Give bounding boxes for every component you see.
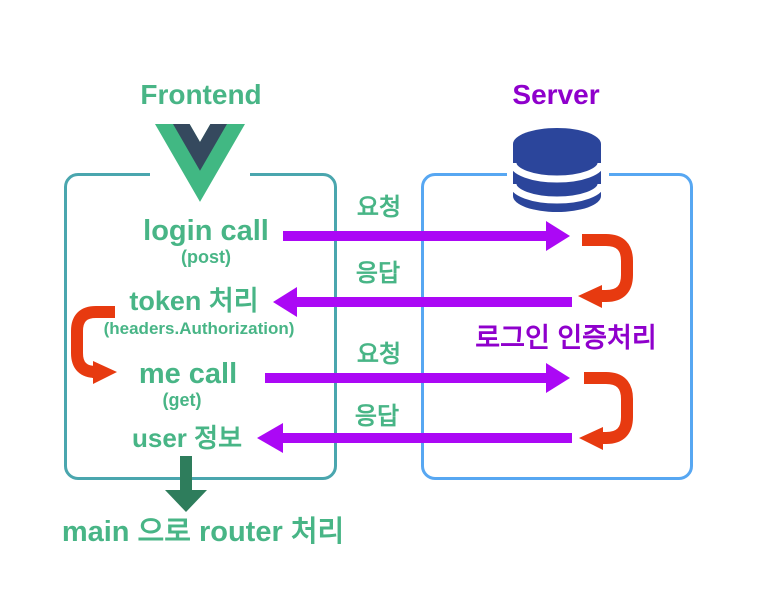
get-method-label: (get) [162, 390, 202, 410]
request-arrow-1 [283, 221, 570, 251]
request-arrow-2 [265, 363, 570, 393]
response-label-1: 응답 [355, 260, 401, 287]
token-detail-label: (headers.Authorization) [103, 319, 295, 338]
token-label: token 처리 [129, 286, 259, 316]
login-call-label: login call [143, 215, 269, 247]
request-label-1: 요청 [356, 194, 402, 221]
me-call-label: me call [138, 358, 238, 390]
response-arrow-2 [257, 423, 572, 453]
server-loop-arrow-2 [579, 372, 633, 450]
vue-logo-icon [150, 119, 250, 207]
database-gap-2 [509, 183, 605, 204]
frontend-title: Frontend [140, 79, 262, 110]
server-title: Server [512, 79, 600, 110]
database-body [513, 128, 601, 212]
router-down-arrow [165, 456, 207, 512]
vue-inner-v [172, 124, 227, 171]
database-gap-1 [509, 162, 605, 183]
response-label-2: 응답 [354, 403, 400, 430]
request-label-2: 요청 [356, 341, 402, 368]
user-info-label: user 정보 [132, 423, 242, 453]
response-arrow-1 [273, 287, 572, 317]
router-note-label: main 으로 router 처리 [61, 516, 345, 548]
server-loop-arrow-1 [578, 234, 633, 308]
database-icon [507, 121, 609, 215]
post-method-label: (post) [181, 247, 231, 267]
auth-process-label: 로그인 인증처리 [475, 323, 657, 353]
token-to-me-arrow [71, 306, 117, 384]
